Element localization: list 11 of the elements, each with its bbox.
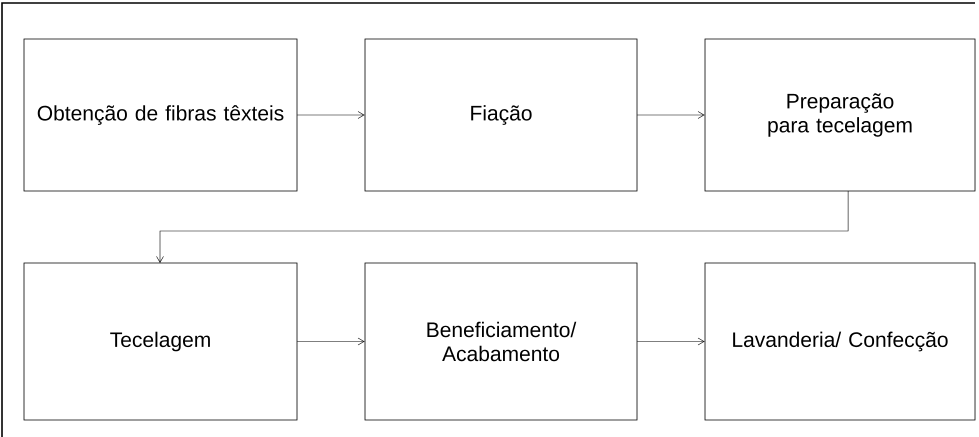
arrow <box>297 111 365 119</box>
process-box: Lavanderia/ Confecção <box>704 262 976 420</box>
process-box: Obtenção de fibras têxteis <box>24 38 298 192</box>
arrow <box>156 190 848 263</box>
arrow <box>637 338 705 346</box>
arrow <box>297 338 365 346</box>
process-box: Preparação para tecelagem <box>704 38 976 192</box>
arrow <box>637 111 705 119</box>
process-box: Fiação <box>364 38 638 192</box>
process-box: Beneficiamento/ Acabamento <box>364 262 638 420</box>
process-box: Tecelagem <box>24 262 298 420</box>
